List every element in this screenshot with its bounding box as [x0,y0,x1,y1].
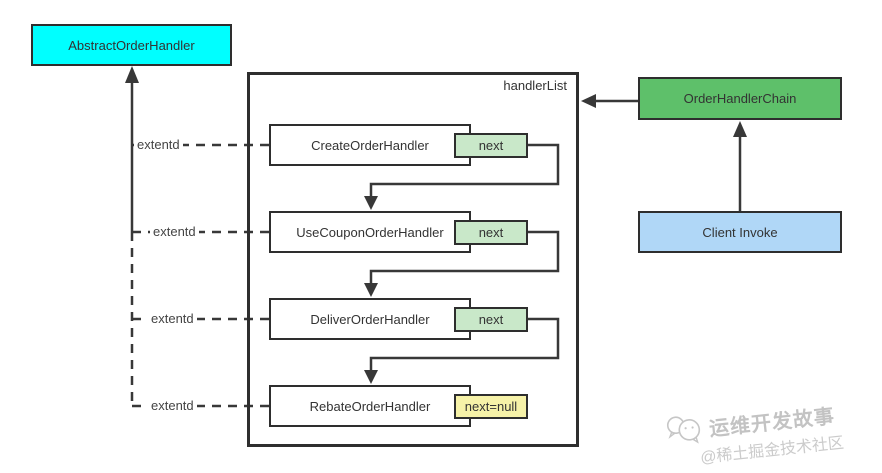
next-pointer-box-1: next [454,133,528,158]
rebate-order-handler-label: RebateOrderHandler [309,398,431,414]
next-pointer-label-2: next [478,225,504,240]
create-order-handler-box: CreateOrderHandler [269,124,471,166]
use-coupon-order-handler-box: UseCouponOrderHandler [269,211,471,253]
next-pointer-label-1: next [478,138,504,153]
next-connector-3 [364,317,560,384]
client-invoke-box: Client Invoke [638,211,842,253]
deliver-order-handler-label: DeliverOrderHandler [310,311,430,327]
watermark: 运维开发故事 @稀土掘金技术社区 [664,393,882,471]
watermark-chat-bubbles-icon [666,416,701,444]
handler-list-container: handlerList [247,72,579,447]
abstract-order-handler-box: AbstractOrderHandler [31,24,232,66]
next-connector-2 [364,230,560,297]
next-pointer-box-2: next [454,220,528,245]
next-null-pointer-box: next=null [454,394,528,419]
abstract-order-handler-label: AbstractOrderHandler [68,37,195,53]
extends-label-2: extentd [150,224,199,240]
order-handler-chain-box: OrderHandlerChain [638,77,842,120]
handler-list-label: handlerList [503,78,567,93]
chain-to-list-arrow [581,94,638,108]
next-connector-1 [364,143,560,210]
extends-label-4: extentd [148,398,197,414]
deliver-order-handler-box: DeliverOrderHandler [269,298,471,340]
create-order-handler-label: CreateOrderHandler [311,137,429,153]
inheritance-arrow [125,66,139,232]
next-pointer-label-3: next [478,312,504,327]
rebate-order-handler-box: RebateOrderHandler [269,385,471,427]
client-to-chain-arrow [733,121,747,211]
use-coupon-order-handler-label: UseCouponOrderHandler [296,224,444,240]
extends-label-3: extentd [148,311,197,327]
next-null-pointer-label: next=null [464,399,518,414]
next-pointer-box-3: next [454,307,528,332]
order-handler-chain-label: OrderHandlerChain [683,91,797,106]
extends-label-1: extentd [134,137,183,153]
client-invoke-label: Client Invoke [702,224,778,240]
